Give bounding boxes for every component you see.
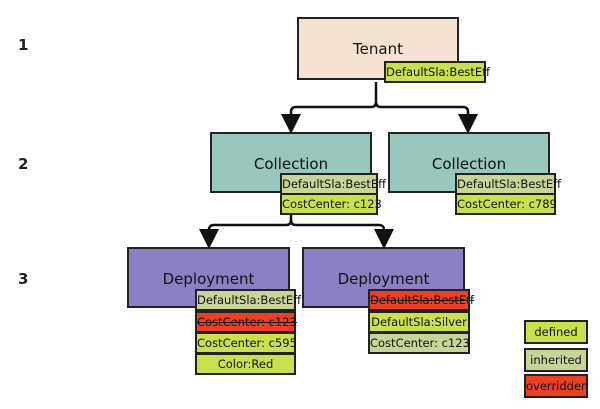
- deployment-right-label: Deployment: [337, 270, 430, 288]
- deployment-right-tag-costcenter: CostCenter: c123: [368, 332, 470, 354]
- collection-right-label: Collection: [431, 155, 507, 173]
- legend-overridden: overridden: [524, 374, 588, 398]
- deployment-left-tag-costcenter: CostCenter: c595: [195, 332, 297, 354]
- tenant-label: Tenant: [353, 40, 403, 58]
- legend-inherited: inherited: [524, 348, 588, 372]
- tenant-tag-defaultsla: DefaultSla:BestEff: [384, 61, 490, 83]
- edge-tenant-to-collection-right: [374, 101, 478, 134]
- level-label-3: 3: [18, 270, 29, 288]
- deployment-right-tag-defaultsla: DefaultSla:Silver: [368, 311, 470, 333]
- deployment-left-tag-costcenter-overridden: CostCenter: c123: [195, 311, 297, 333]
- edge-collection-to-deployment-right: [289, 219, 394, 249]
- legend-defined: defined: [524, 320, 588, 344]
- edge-collection-to-deployment-left: [199, 214, 293, 249]
- collection-left-tag-defaultsla: DefaultSla:BestEff: [280, 173, 386, 195]
- collection-right-tag-costcenter: CostCenter: c789: [455, 193, 557, 215]
- deployment-left-tag-color: Color:Red: [195, 353, 296, 375]
- level-label-1: 1: [18, 36, 29, 54]
- collection-left-tag-costcenter: CostCenter: c123: [280, 193, 382, 215]
- collection-left-label: Collection: [253, 155, 329, 173]
- deployment-left-label: Deployment: [162, 270, 255, 288]
- edge-tenant-to-collection-left: [281, 82, 378, 134]
- level-label-2: 2: [18, 155, 29, 173]
- deployment-left-tag-defaultsla: DefaultSla:BestEff: [195, 289, 301, 311]
- collection-right-tag-defaultsla: DefaultSla:BestEff: [455, 173, 561, 195]
- deployment-right-tag-defaultsla-overridden: DefaultSla:BestEff: [368, 289, 474, 311]
